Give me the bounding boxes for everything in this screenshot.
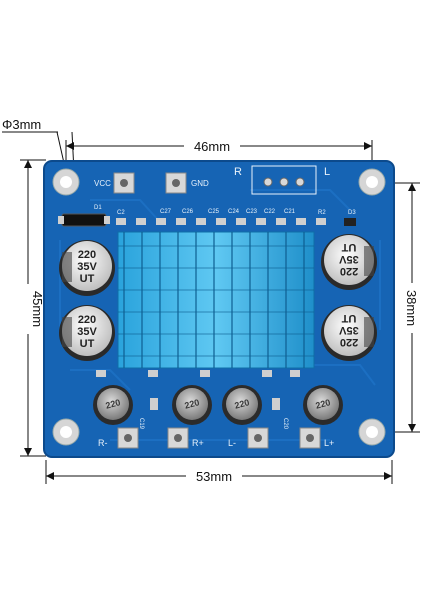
- cap-voltage: 35V: [339, 324, 359, 336]
- mounting-hole-bottom-right: [358, 418, 386, 446]
- diode-d1: [61, 213, 107, 227]
- right-height-label: 38mm: [404, 290, 419, 326]
- c2-label: C2: [117, 210, 125, 216]
- l-top-label: L: [324, 166, 330, 178]
- input-header: [251, 165, 317, 195]
- smd-row-top: [116, 218, 356, 226]
- capacitor-top-right: 220 35V UT: [321, 234, 377, 290]
- bottom-width-label: 53mm: [196, 469, 232, 484]
- d1-label: D1: [94, 205, 102, 211]
- inductor-3: 220: [222, 385, 262, 425]
- c26-label: C26: [182, 209, 194, 215]
- cap-brand: UT: [341, 241, 356, 253]
- r-plus-label: R+: [192, 438, 204, 448]
- mounting-hole-bottom-left: [52, 418, 80, 446]
- output-pad-r-minus: [117, 427, 139, 449]
- smd-row-bottom: [96, 370, 300, 410]
- gnd-label: GND: [191, 179, 209, 188]
- cap-value: 220: [78, 314, 96, 326]
- gnd-pad: [165, 172, 187, 194]
- cap-brand: UT: [341, 312, 356, 324]
- inductor-1: 220: [93, 385, 133, 425]
- cap-value: 220: [340, 336, 358, 348]
- left-height-label: 45mm: [30, 291, 45, 327]
- cap-value: 220: [340, 265, 358, 277]
- l-minus-label: L-: [228, 438, 236, 448]
- r-top-label: R: [234, 166, 242, 178]
- heatsink: [117, 231, 315, 369]
- r2-label: R2: [318, 210, 326, 216]
- r-minus-label: R-: [98, 438, 108, 448]
- c20-label: C20: [282, 418, 288, 430]
- capacitor-bottom-right: 220 35V UT: [321, 305, 377, 361]
- inductor-4: 220: [303, 385, 343, 425]
- c19-label: C19: [138, 418, 144, 430]
- hole-diameter-label: Φ3mm: [2, 117, 41, 132]
- inductor-value: 220: [233, 397, 250, 411]
- capacitor-top-left: 220 35V UT: [59, 240, 115, 296]
- vcc-label: VCC: [94, 179, 111, 188]
- inductor-value: 220: [104, 397, 121, 411]
- c24-label: C24: [228, 209, 240, 215]
- c27-label: C27: [160, 209, 172, 215]
- cap-brand: UT: [80, 273, 95, 285]
- output-pad-l-plus: [299, 427, 321, 449]
- capacitor-bottom-left: 220 35V UT: [59, 305, 115, 361]
- cap-voltage: 35V: [77, 261, 97, 273]
- inductor-value: 220: [314, 397, 331, 411]
- dimension-annotations: Φ3mm 46mm 45mm 38mm 53mm: [2, 117, 420, 485]
- output-pad-r-plus: [167, 427, 189, 449]
- mounting-hole-top-left: [52, 168, 80, 196]
- d3-label: D3: [348, 210, 356, 216]
- l-plus-label: L+: [324, 438, 334, 448]
- c22-label: C22: [264, 209, 276, 215]
- output-pad-l-minus: [247, 427, 269, 449]
- vcc-pad: [113, 172, 135, 194]
- mounting-hole-top-right: [358, 168, 386, 196]
- top-width-label: 46mm: [194, 139, 230, 154]
- pcb-board: VCC GND R L C2 D1 D3 R2 C27 C26 C25 C24 …: [43, 160, 395, 458]
- inductor-value: 220: [183, 397, 200, 411]
- cap-voltage: 35V: [77, 326, 97, 338]
- c21-label: C21: [284, 209, 296, 215]
- cap-value: 220: [78, 249, 96, 261]
- inductor-2: 220: [172, 385, 212, 425]
- c23-label: C23: [246, 209, 258, 215]
- cap-voltage: 35V: [339, 253, 359, 265]
- c25-label: C25: [208, 209, 220, 215]
- cap-brand: UT: [80, 338, 95, 350]
